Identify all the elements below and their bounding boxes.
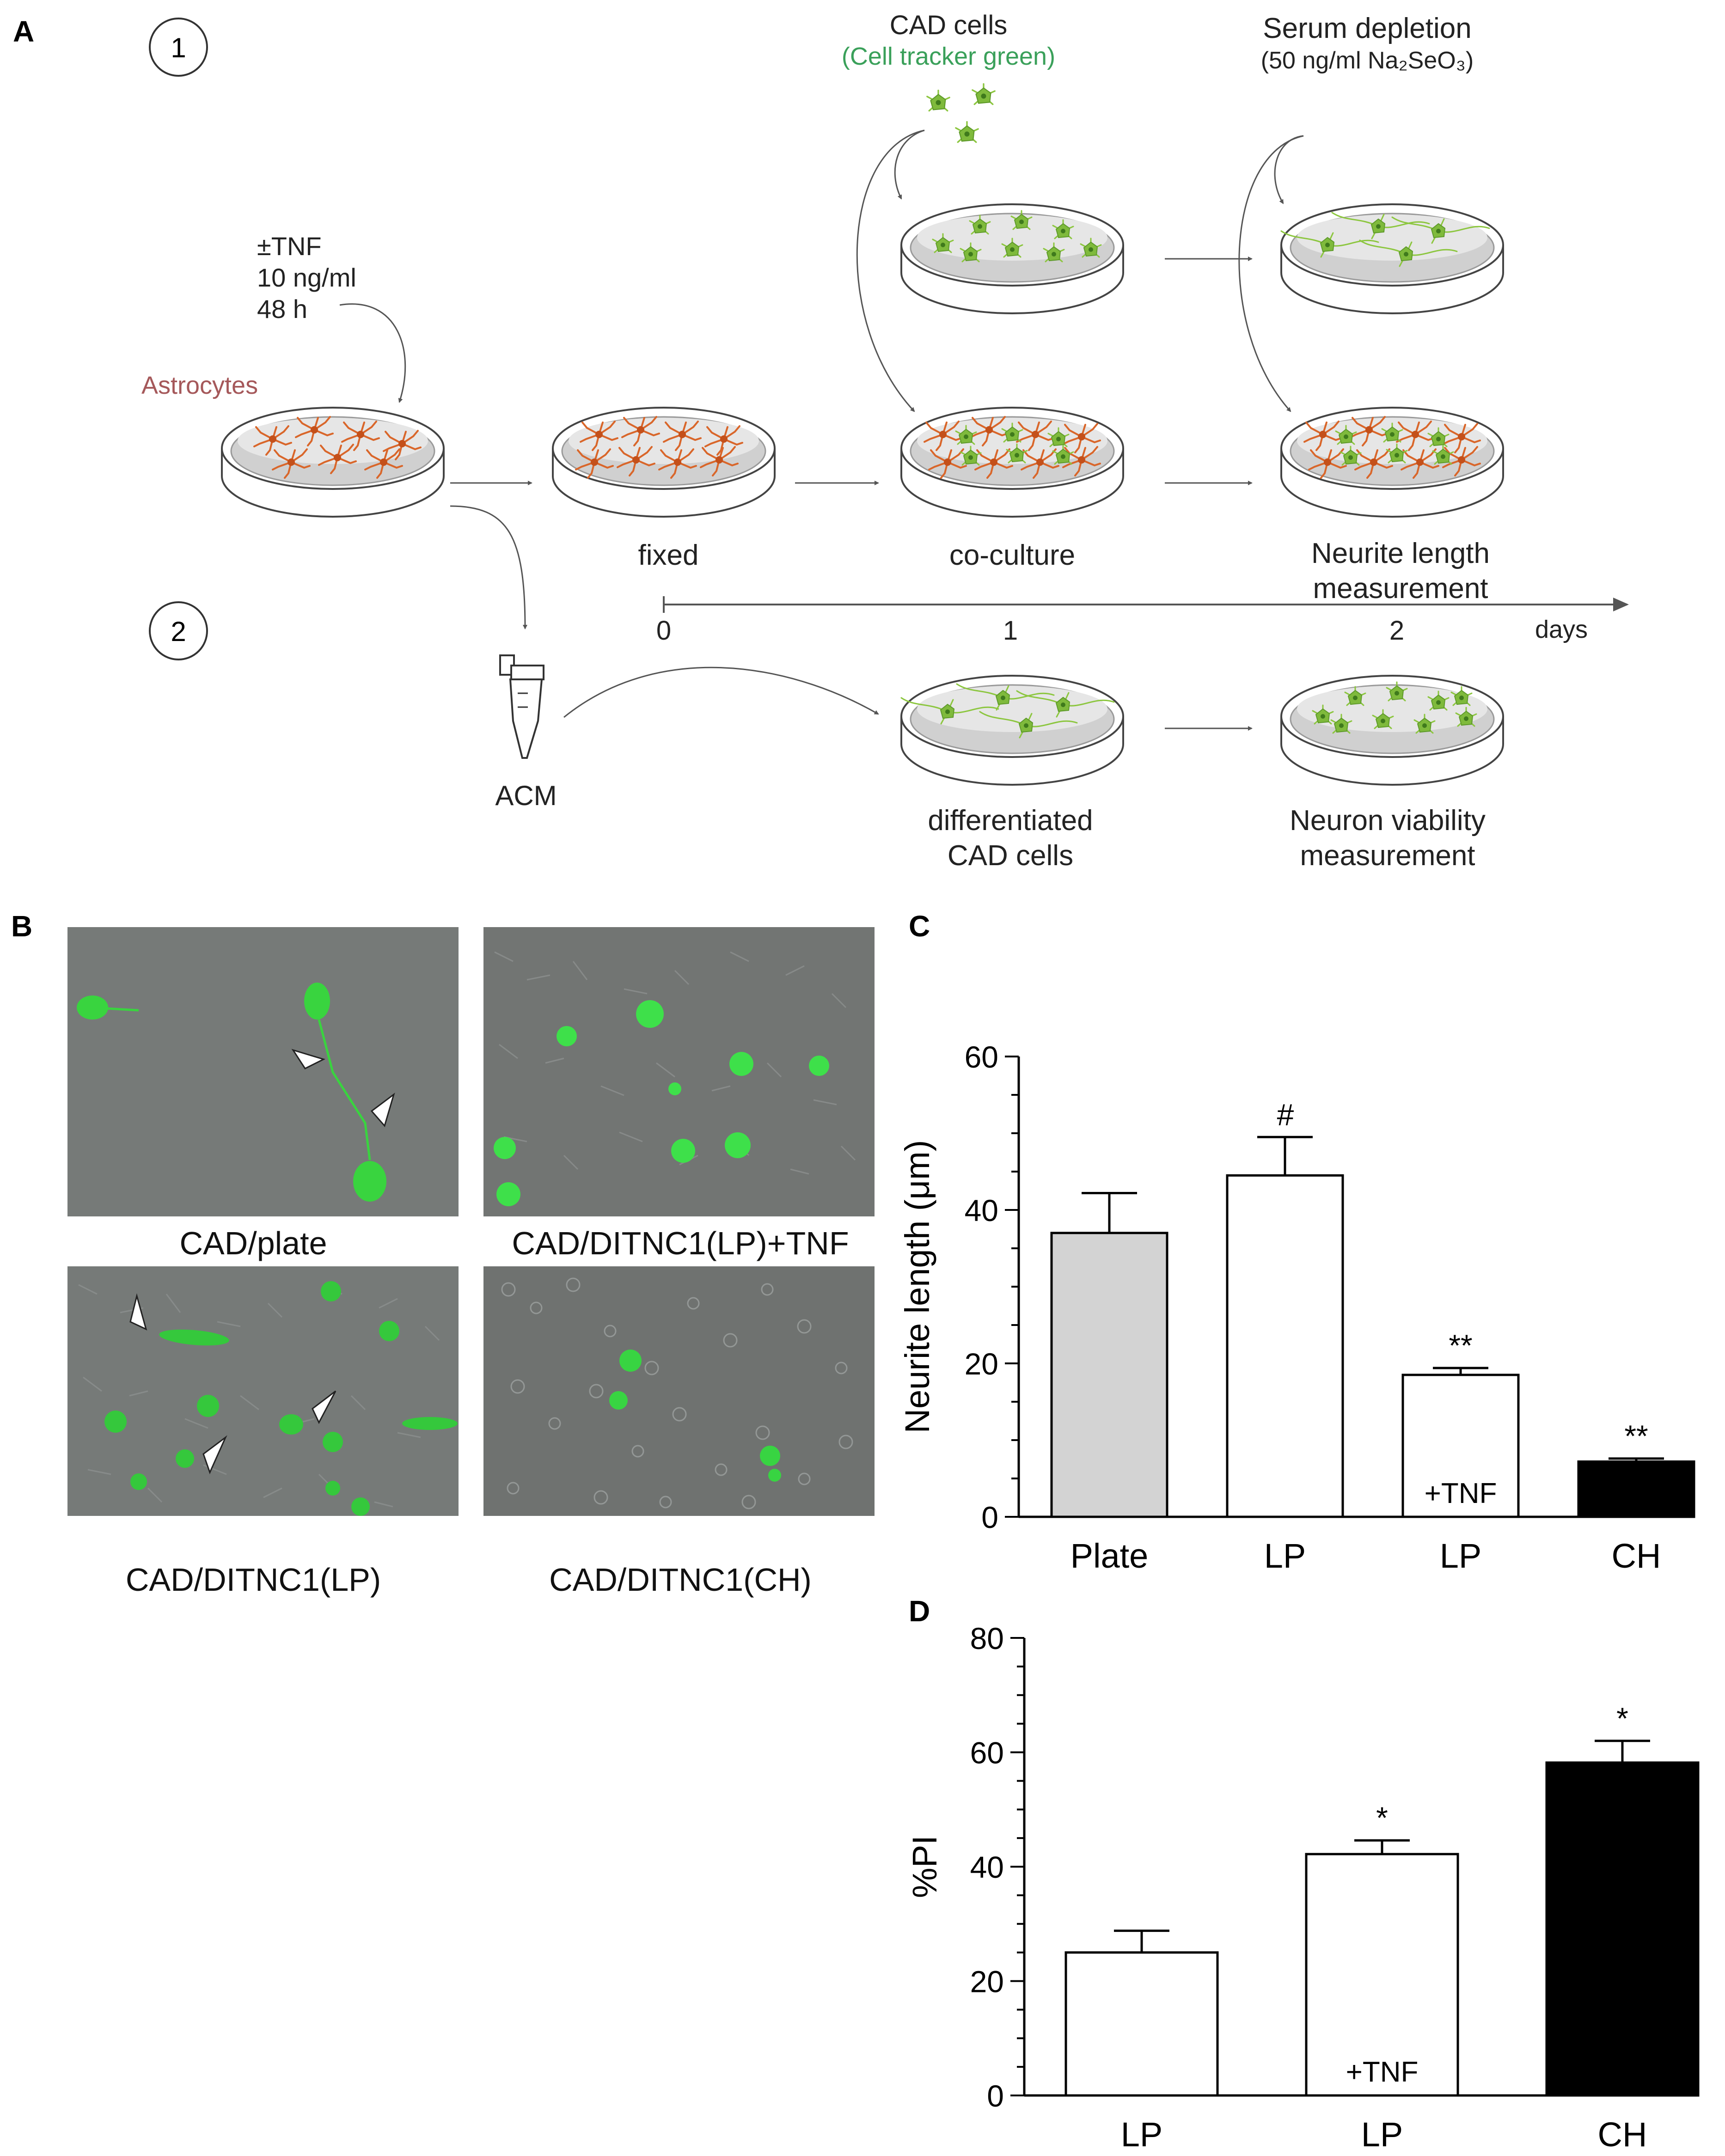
- treatment-dose: 10 ng/ml: [257, 263, 356, 292]
- neurite-label-line1: Neurite length: [1311, 537, 1490, 569]
- chart-percent-pi: 0 20 40 60 80 %PI LP * +TNF LP * CH: [905, 1621, 1700, 2154]
- arrowhead-icon: [129, 1293, 147, 1331]
- arrowhead-icon: [312, 1390, 336, 1424]
- bar: [1064, 1951, 1219, 2097]
- significance-marker: **: [1449, 1328, 1472, 1362]
- bar-annotation: +TNF: [1346, 2056, 1419, 2088]
- neurite-label-line2: measurement: [1313, 573, 1488, 605]
- bar: [1226, 1174, 1344, 1518]
- differentiated-label-line2: CAD cells: [948, 840, 1073, 872]
- fixed-label: fixed: [638, 539, 699, 571]
- step-1-label: 1: [171, 32, 186, 63]
- dish-cad-alone: [900, 203, 1124, 314]
- bar-annotation: +TNF: [1425, 1478, 1497, 1509]
- panel-a: A 1 2 ±TNF 10 ng/ml 48 h Astrocytes CAD …: [13, 10, 1629, 872]
- dish-astrocytes: [221, 407, 445, 518]
- y-axis-label: %PI: [905, 1835, 944, 1898]
- cad-cells-icon: [926, 83, 996, 143]
- caption-ch: CAD/DITNC1(CH): [549, 1562, 812, 1598]
- dish-neurite-length: [1280, 407, 1504, 518]
- dish-serum-depleted: [1280, 203, 1504, 314]
- cell-tracker-label: (Cell tracker green): [842, 43, 1055, 70]
- panel-b-label: B: [11, 910, 32, 943]
- dish-coculture: [900, 407, 1124, 518]
- bar: [1050, 1232, 1168, 1518]
- dish-fixed: [552, 407, 776, 518]
- caption-lp-tnf: CAD/DITNC1(LP)+TNF: [512, 1225, 849, 1261]
- category-label: LP: [1264, 1537, 1306, 1575]
- viability-label-line2: measurement: [1300, 840, 1475, 872]
- bar: [1545, 1761, 1700, 2097]
- process-arrows: [450, 129, 1304, 731]
- category-label: LP: [1121, 2115, 1163, 2154]
- significance-marker: *: [1616, 1701, 1628, 1735]
- acm-label: ACM: [495, 780, 557, 811]
- panel-d: D 0 20 40 60 80 %PI LP * +TNF LP * CH: [905, 1594, 1700, 2154]
- category-label: Plate: [1070, 1537, 1149, 1575]
- bar: [1401, 1374, 1520, 1518]
- y-tick-label: 60: [970, 1736, 1004, 1770]
- differentiated-label-line1: differentiated: [928, 805, 1093, 837]
- category-label: CH: [1612, 1537, 1661, 1575]
- significance-marker: #: [1277, 1097, 1294, 1131]
- cad-cells-label: CAD cells: [890, 10, 1008, 40]
- y-tick-label: 60: [965, 1040, 998, 1074]
- dish-viability: [1280, 675, 1504, 786]
- arrowhead-icon: [202, 1435, 227, 1475]
- timeline-tick-0: 0: [656, 616, 671, 646]
- category-label: LP: [1361, 2115, 1403, 2154]
- arrowhead-icon: [370, 1093, 395, 1128]
- step-2-circle: [149, 601, 208, 660]
- panel-d-label: D: [909, 1594, 930, 1628]
- selenite-label: (50 ng/ml Na₂SeO₃): [1261, 47, 1474, 74]
- panel-a-label: A: [13, 15, 34, 48]
- step-1-circle: [149, 18, 208, 77]
- timeline-tick-2: 2: [1389, 616, 1404, 646]
- arrowhead-icon: [291, 1049, 326, 1069]
- bar: [1577, 1460, 1695, 1518]
- micrograph-lp: [67, 1266, 459, 1516]
- bar: [1305, 1853, 1459, 2097]
- timeline-tick-1: 1: [1003, 616, 1018, 646]
- y-tick-label: 40: [970, 1850, 1004, 1884]
- timeline-unit: days: [1535, 616, 1588, 643]
- treatment-arrow: [339, 303, 406, 403]
- step-2-label: 2: [171, 616, 186, 647]
- viability-label-line1: Neuron viability: [1290, 805, 1486, 837]
- y-tick-label: 0: [981, 1500, 998, 1534]
- y-tick-label: 20: [970, 1965, 1004, 1999]
- treatment-tnf: ±TNF: [257, 232, 322, 261]
- caption-cad-plate: CAD/plate: [179, 1225, 327, 1261]
- treatment-time: 48 h: [257, 294, 307, 324]
- significance-marker: *: [1376, 1801, 1388, 1835]
- coculture-label: co-culture: [949, 539, 1075, 571]
- astrocytes-label: Astrocytes: [141, 372, 258, 399]
- panel-c-label: C: [909, 910, 930, 943]
- dish-differentiated-cad: [900, 675, 1124, 786]
- category-label: CH: [1598, 2115, 1647, 2154]
- significance-marker: **: [1624, 1419, 1648, 1453]
- caption-lp: CAD/DITNC1(LP): [126, 1562, 381, 1598]
- y-tick-label: 40: [965, 1193, 998, 1228]
- category-label: LP: [1440, 1537, 1482, 1575]
- serum-depletion-label: Serum depletion: [1263, 12, 1472, 44]
- y-axis-label: Neurite length (μm): [898, 1140, 936, 1434]
- micrograph-lp-tnf: [483, 927, 875, 1216]
- timeline: 0 1 2 days: [656, 596, 1629, 646]
- y-tick-label: 20: [965, 1347, 998, 1381]
- micrograph-cad-plate: [67, 927, 459, 1216]
- panel-b: B CAD/plate: [11, 910, 875, 1598]
- micrograph-ch: [483, 1266, 875, 1516]
- y-tick-label: 0: [987, 2079, 1004, 2113]
- y-tick-label: 80: [970, 1621, 1004, 1655]
- acm-tube-icon: [499, 654, 544, 759]
